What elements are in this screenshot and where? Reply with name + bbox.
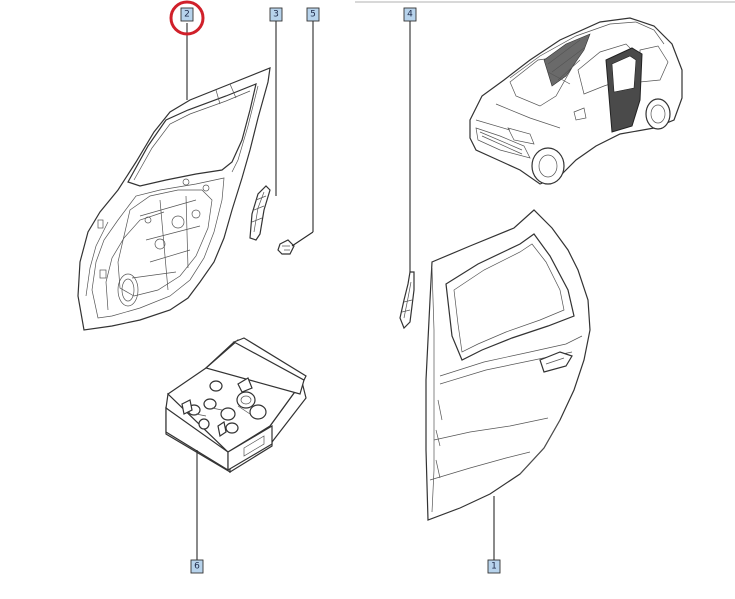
svg-text:3: 3 [273, 10, 279, 20]
door-outer-panel[interactable] [425, 209, 591, 521]
fastener-kit-box[interactable] [165, 337, 307, 474]
svg-text:6: 6 [194, 562, 200, 572]
callout-tag-5[interactable]: 5 [306, 7, 320, 22]
svg-text:2: 2 [184, 10, 190, 20]
check-strap-part[interactable] [399, 271, 415, 330]
callout-tag-2[interactable]: 2 [180, 7, 194, 22]
vehicle-illustration [469, 17, 683, 185]
clip-part[interactable] [277, 239, 295, 255]
svg-text:4: 4 [407, 10, 413, 20]
door-inner-frame[interactable] [77, 67, 271, 331]
svg-text:1: 1 [491, 562, 497, 572]
callout-tag-1[interactable]: 1 [487, 559, 501, 574]
callout-tag-4[interactable]: 4 [403, 7, 417, 22]
callout-tag-3[interactable]: 3 [269, 7, 283, 22]
window-channel-part[interactable] [249, 185, 271, 241]
callout-tag-6[interactable]: 6 [190, 559, 204, 574]
highlight-circle [169, 0, 205, 36]
svg-text:5: 5 [310, 10, 316, 20]
leader-line-5b [291, 231, 314, 247]
